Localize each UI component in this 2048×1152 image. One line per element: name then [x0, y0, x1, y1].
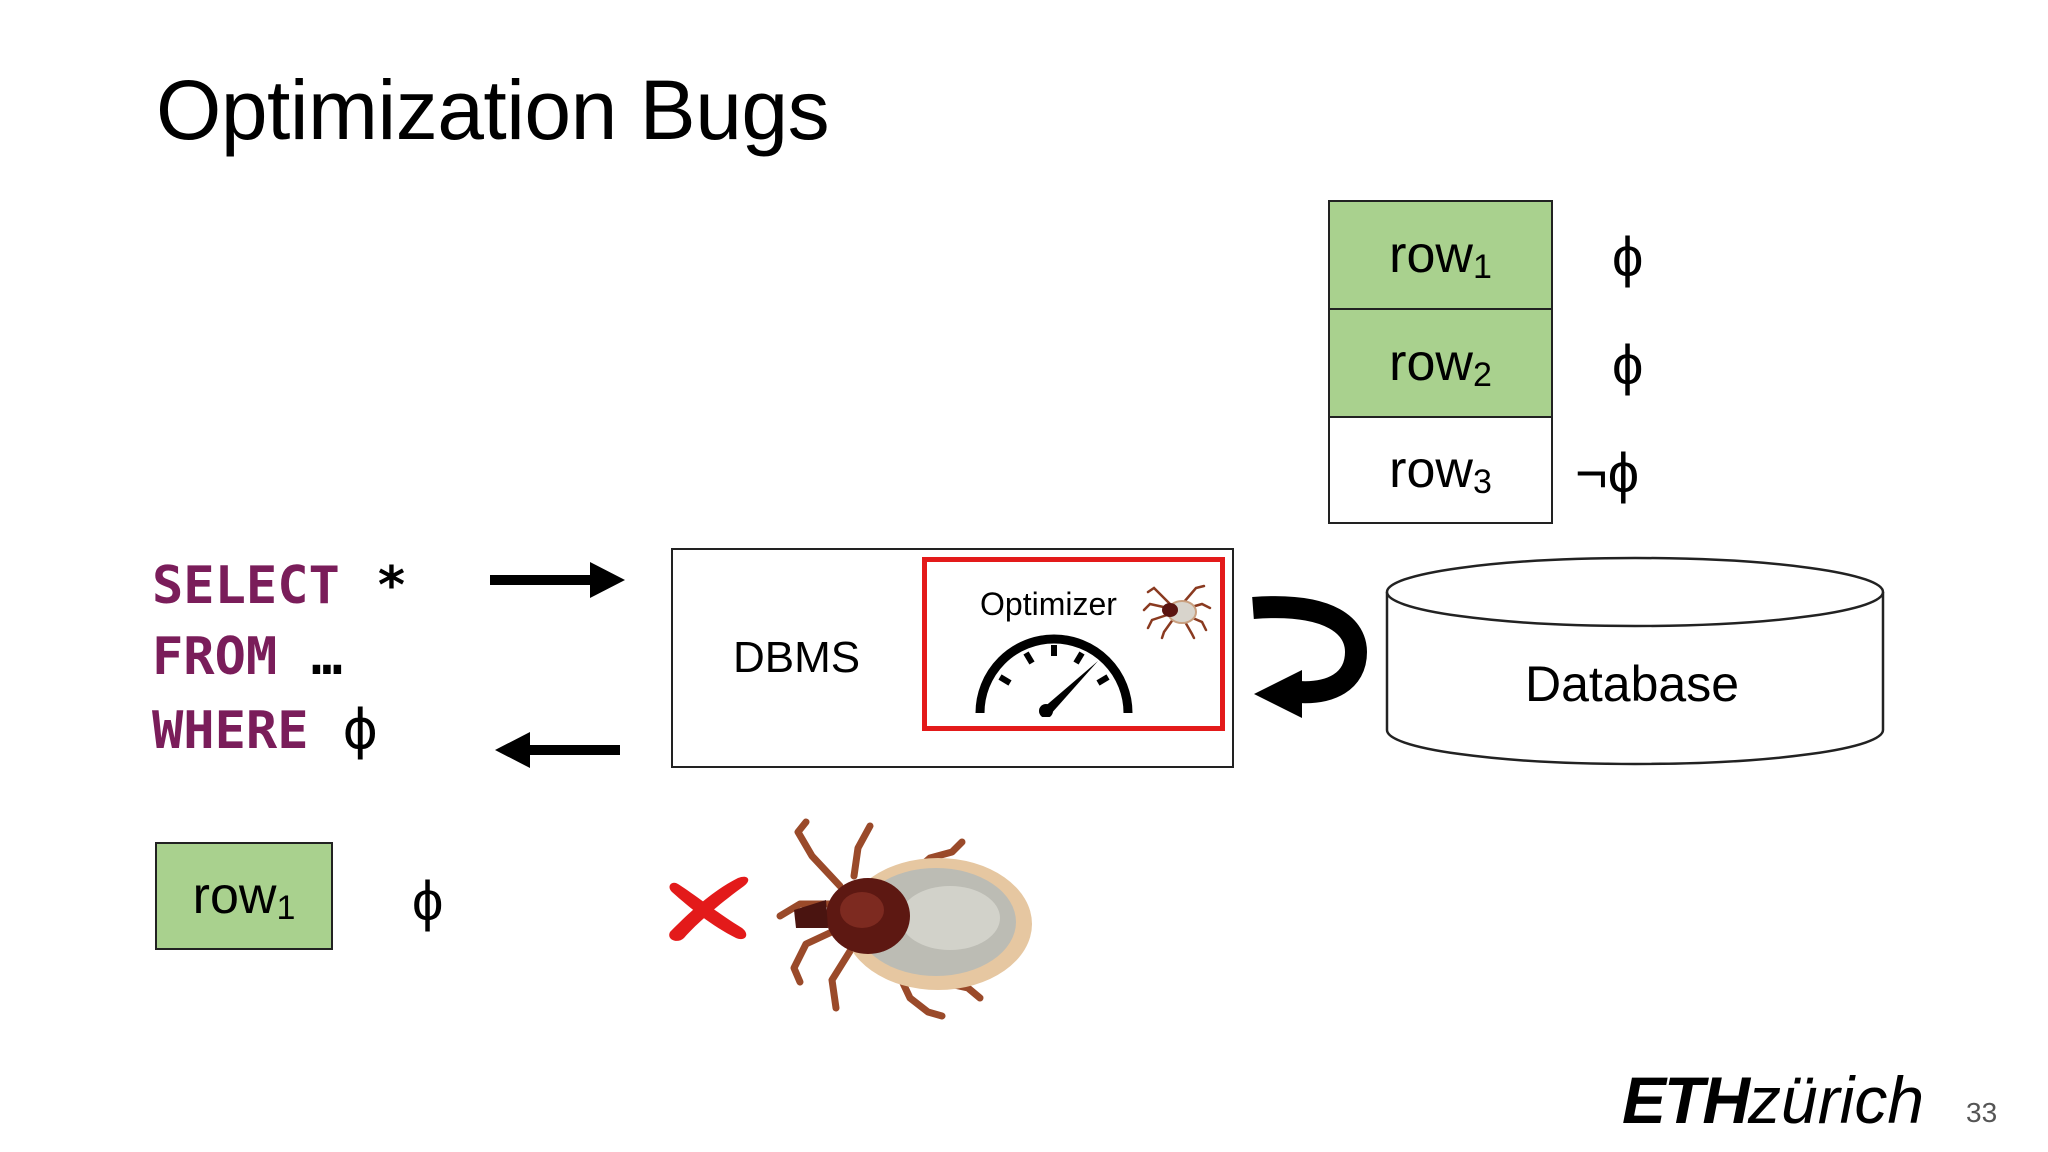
row-sub: 2	[1472, 355, 1492, 394]
optimizer-label: Optimizer	[980, 586, 1117, 622]
eth-zurich-logo: ETHzürich	[1622, 1062, 1924, 1138]
dbms-box	[671, 548, 1234, 768]
sql-keyword-select: SELECT	[152, 556, 340, 616]
database-cylinder	[1385, 556, 1885, 766]
x-mark-icon	[669, 876, 749, 941]
logo-bold: ETH	[1622, 1063, 1750, 1137]
row-2-condition: ϕ	[1612, 333, 1644, 396]
row-label: row	[192, 867, 277, 925]
sql-from-rest: …	[311, 627, 343, 687]
response-arrow-icon	[495, 732, 620, 768]
sql-where-rest: ϕ	[342, 698, 379, 761]
sql-keyword-where: WHERE	[152, 701, 309, 761]
curved-arrow-icon	[1252, 596, 1368, 718]
row-sub: 1	[276, 888, 296, 927]
logo-light: zürich	[1748, 1063, 1925, 1137]
query-line-where: WHERE ϕ	[152, 698, 378, 761]
row-sub: 1	[1472, 247, 1492, 286]
query-line-from: FROM …	[152, 627, 343, 687]
database-label: Database	[1525, 656, 1740, 712]
speedometer-icon	[975, 634, 1133, 717]
row-label: row	[1389, 441, 1473, 499]
request-arrow-icon	[490, 562, 625, 598]
sql-keyword-from: FROM	[152, 627, 278, 687]
row-label: row	[1389, 226, 1473, 284]
row-label: row	[1389, 334, 1473, 392]
dbms-label: DBMS	[733, 633, 861, 682]
result-condition: ϕ	[412, 869, 444, 932]
row-3-condition: ¬ϕ	[1575, 441, 1640, 504]
query-line-select: SELECT *	[152, 556, 407, 616]
row-1-condition: ϕ	[1612, 225, 1644, 288]
sql-select-rest: *	[375, 556, 408, 616]
page-number: 33	[1966, 1097, 1998, 1128]
tick-icon	[776, 818, 1032, 1020]
slide-title: Optimization Bugs	[156, 63, 830, 157]
optimizer-box	[922, 557, 1225, 731]
row-sub: 3	[1472, 462, 1492, 501]
tick-icon	[1142, 584, 1212, 640]
